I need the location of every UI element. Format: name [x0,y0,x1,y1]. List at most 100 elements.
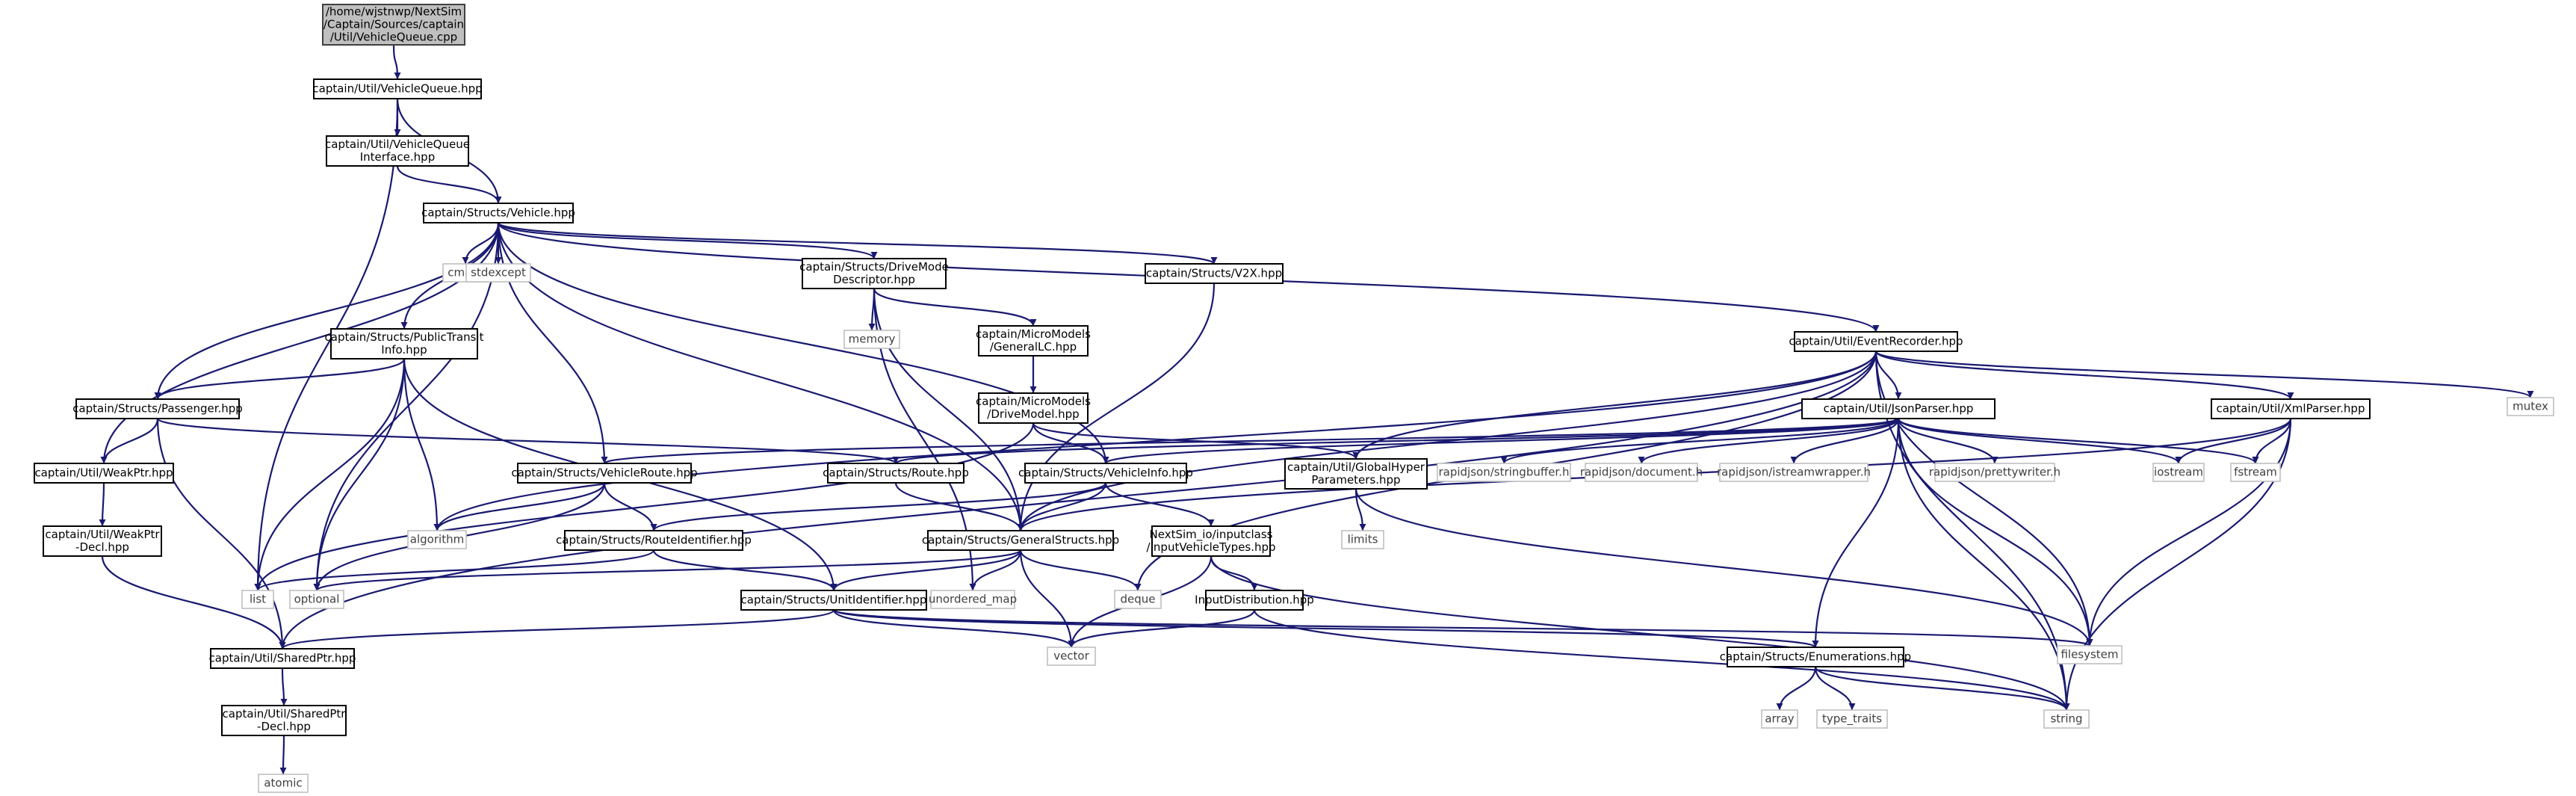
node-box [564,530,743,551]
node-rdoc[interactable]: rapidjson/document.h [1580,463,1703,482]
edge-jp-to-iostream [1897,418,2182,464]
edge-route-to-gs [894,482,1024,531]
node-label: Interface.hpp [360,150,435,164]
node-memory[interactable]: memory [843,330,900,349]
edge-xp-to-fstream [2252,418,2292,464]
node-label: rapidjson/istreamwrapper.h [1717,466,1871,479]
node-label: fstream [2234,466,2277,479]
node-uid[interactable]: captain/Structs/UnitIdentifier.hpp [740,590,927,611]
node-pass[interactable]: captain/Structs/Passenger.hpp [72,398,243,419]
edge-wpd-to-sp [101,555,286,650]
edge-gs-to-uid [830,549,1022,591]
edge-pti-to-list [254,358,406,591]
node-vq[interactable]: captain/Util/VehicleQueue.hpp [312,78,483,99]
edge-vr-to-ri [603,482,657,531]
node-dm[interactable]: captain/MicroModels/DriveModel.hpp [976,392,1091,424]
node-veh[interactable]: captain/Structs/Vehicle.hpp [421,203,575,223]
node-fstream[interactable]: fstream [2230,463,2281,482]
node-vi[interactable]: captain/Structs/VehicleInfo.hpp [1018,463,1193,484]
edge-jp-to-rpw [1897,418,1998,464]
node-glc[interactable]: captain/MicroModels/GeneralLC.hpp [976,325,1091,357]
node-label: captain/Util/JsonParser.hpp [1824,402,1974,416]
node-box [927,530,1114,551]
node-string[interactable]: string [2043,709,2090,729]
node-array[interactable]: array [1761,709,1798,729]
node-umap[interactable]: unordered_map [929,590,1017,609]
edge-ri-to-list [254,549,655,591]
node-iostream[interactable]: iostream [2152,463,2205,482]
node-indist[interactable]: InputDistribution.hpp [1195,590,1314,611]
edge-wp-to-wpd [99,482,106,527]
edge-gs-to-optional [313,549,1022,592]
node-box [2507,397,2554,416]
node-label: captain/Structs/VehicleInfo.hpp [1018,466,1193,480]
node-wp[interactable]: captain/Util/WeakPtr.hpp [34,463,174,484]
node-jp[interactable]: captain/Util/JsonParser.hpp [1801,398,1996,419]
node-tt[interactable]: type_traits [1816,709,1888,729]
node-label: limits [1348,533,1378,546]
edge-vq-to-list [254,98,399,591]
node-vector[interactable]: vector [1047,647,1096,666]
node-box [1205,590,1304,611]
edge-vr-to-algo [433,482,606,531]
node-ri[interactable]: captain/Structs/RouteIdentifier.hpp [556,530,752,551]
node-box [1816,709,1888,729]
node-label: rapidjson/stringbuffer.h [1438,466,1569,479]
node-enums[interactable]: captain/Structs/Enumerations.hpp [1720,647,1911,667]
edge-gs-to-vector [1019,549,1075,648]
node-ivt[interactable]: NextSim_io/inputclass/InputVehicleTypes.… [1146,525,1276,557]
node-label: algorithm [410,533,464,546]
node-box [978,392,1089,424]
node-list[interactable]: list [241,590,274,609]
node-label: captain/Structs/RouteIdentifier.hpp [556,534,752,547]
edge-jp-to-risw [1790,418,1900,464]
node-label: captain/Util/SharedPtr [223,707,347,721]
node-label: /GeneralLC.hpp [990,340,1077,354]
node-rpw[interactable]: rapidjson/prettywriter.h [1929,463,2061,482]
node-box [1794,331,1958,352]
node-label: captain/Util/WeakPtr.hpp [34,466,173,480]
node-box [43,525,162,557]
node-risw[interactable]: rapidjson/istreamwrapper.h [1717,463,1871,482]
node-box [221,705,347,736]
node-fs[interactable]: filesystem [2057,645,2123,664]
edge-dm-to-list [254,422,1035,591]
node-sp[interactable]: captain/Util/SharedPtr.hpp [209,648,356,669]
node-rsb[interactable]: rapidjson/stringbuffer.h [1437,463,1571,482]
node-stdexcept[interactable]: stdexcept [465,263,531,283]
node-v2x[interactable]: captain/Structs/V2X.hpp [1145,263,1284,284]
node-optional[interactable]: optional [289,590,344,609]
node-label: captain/Util/VehicleQueue [325,138,470,151]
node-box [1437,463,1571,482]
node-box [1047,647,1096,666]
node-root[interactable]: /home/wjstnwp/NextSim/Captain/Sources/ca… [322,4,465,46]
edge-jp-to-rdoc [1638,418,1900,464]
node-deque[interactable]: deque [1114,590,1162,609]
node-vr[interactable]: captain/Structs/VehicleRoute.hpp [511,463,698,484]
node-xp[interactable]: captain/Util/XmlParser.hpp [2211,398,2371,419]
node-label: memory [849,333,896,346]
node-box [75,398,240,419]
edge-er-to-xp [1874,351,2294,400]
edge-pass-to-sp [156,418,286,650]
node-wpd[interactable]: captain/Util/WeakPtr-Decl.hpp [43,525,162,557]
node-box [843,330,900,349]
node-mutex[interactable]: mutex [2507,397,2554,416]
node-limits[interactable]: limits [1341,530,1384,549]
node-gs[interactable]: captain/Structs/GeneralStructs.hpp [922,530,1119,551]
node-er[interactable]: captain/Util/EventRecorder.hpp [1789,331,1963,352]
node-label: rapidjson/prettywriter.h [1929,466,2061,479]
node-algo[interactable]: algorithm [407,530,467,549]
node-box [1585,463,1698,482]
edge-vqi-to-veh [396,165,502,204]
node-box [407,530,467,549]
node-spd[interactable]: captain/Util/SharedPtr-Decl.hpp [221,705,347,736]
edge-dmd-to-glc [873,288,1037,327]
node-route[interactable]: captain/Structs/Route.hpp [823,463,969,484]
node-box [930,590,1015,609]
node-atomic[interactable]: atomic [258,774,309,793]
